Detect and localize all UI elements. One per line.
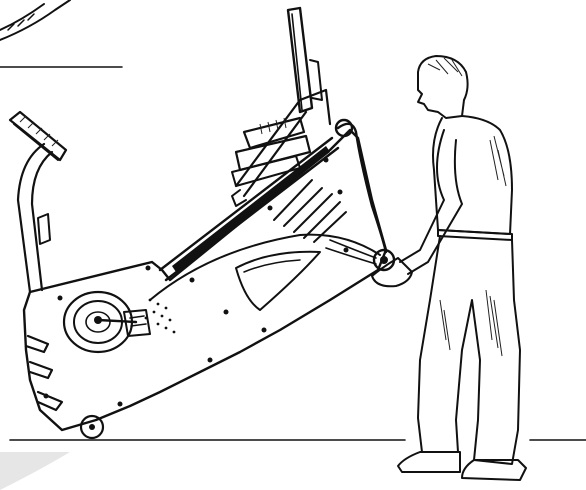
vent-slats bbox=[273, 179, 347, 243]
crank-arm bbox=[96, 318, 138, 324]
front-handle bbox=[325, 118, 396, 272]
side-panel-curve bbox=[149, 233, 381, 301]
person-shoe-left bbox=[397, 451, 461, 473]
exercise-bike bbox=[8, 6, 396, 440]
frame-rail bbox=[158, 136, 340, 282]
person-figure bbox=[371, 55, 527, 481]
person-arm bbox=[399, 129, 463, 275]
person-shoe-right bbox=[461, 459, 527, 481]
person-torso bbox=[432, 115, 513, 235]
person-hand bbox=[371, 257, 413, 288]
seat-adjust-knob bbox=[37, 213, 51, 245]
seat-post bbox=[16, 142, 54, 294]
bike-seat bbox=[8, 110, 68, 162]
pedal bbox=[123, 309, 151, 337]
floor-shadow bbox=[0, 452, 70, 490]
corner-device-fragment bbox=[0, 0, 123, 68]
handlebar-assembly bbox=[231, 116, 312, 207]
person-belt bbox=[437, 229, 513, 241]
bike-frame-body bbox=[22, 128, 388, 432]
transport-wheel bbox=[79, 414, 105, 440]
console-display bbox=[286, 6, 323, 114]
frame-rivets bbox=[43, 157, 349, 407]
person-legs bbox=[417, 235, 521, 465]
side-panel-cutout bbox=[235, 250, 321, 311]
person-head bbox=[417, 55, 469, 119]
perforation-dots bbox=[144, 298, 176, 334]
rear-stabilizer bbox=[24, 334, 64, 412]
